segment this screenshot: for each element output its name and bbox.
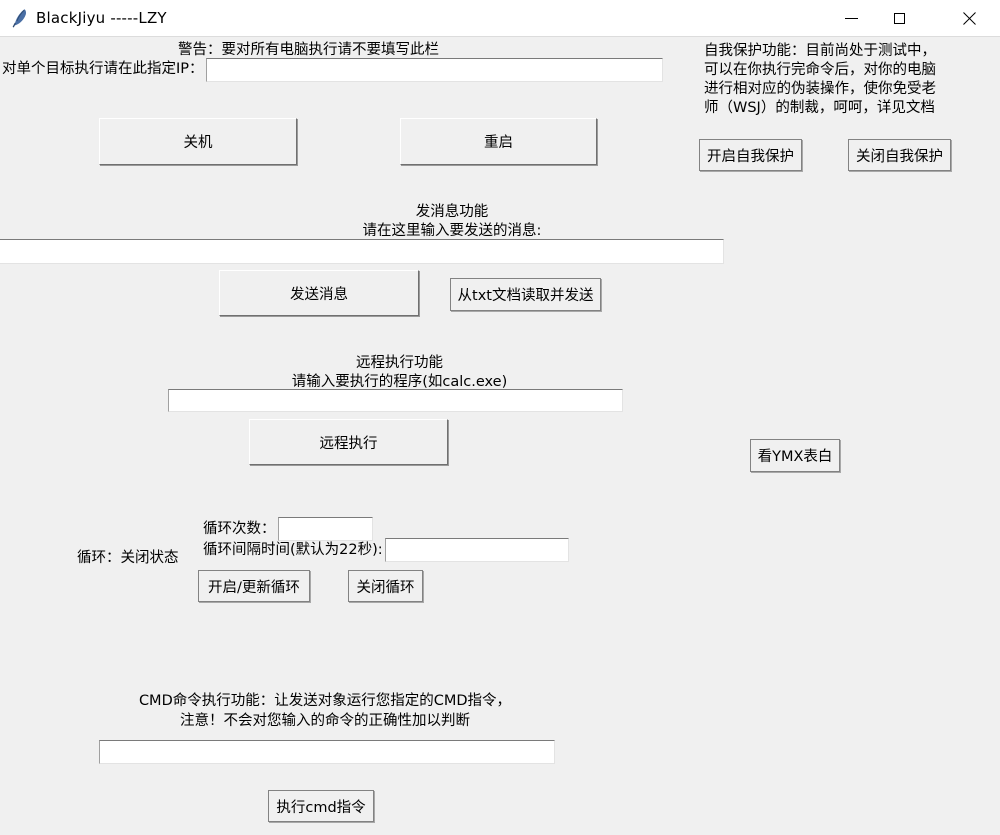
message-section-title: 发消息功能 xyxy=(415,204,489,220)
remote-exec-prompt-label: 请输入要执行的程序(如calc.exe) xyxy=(291,374,508,390)
remote-exec-section-title: 远程执行功能 xyxy=(356,355,443,371)
message-prompt-label: 请在这里输入要发送的消息: xyxy=(362,223,542,239)
ip-label: 对单个目标执行请在此指定IP： xyxy=(2,61,204,77)
maximize-icon[interactable] xyxy=(876,0,922,37)
disable-self-protect-button[interactable]: 关闭自我保护 xyxy=(848,139,951,171)
loop-interval-label: 循环间隔时间(默认为22秒): xyxy=(203,542,383,558)
self-protect-description-line-4: 师（WSJ）的制裁，呵呵，详见文档 xyxy=(704,100,935,116)
loop-interval-input[interactable] xyxy=(385,538,569,562)
shutdown-button[interactable]: 关机 xyxy=(99,118,297,165)
close-icon[interactable] xyxy=(946,0,992,37)
send-message-button[interactable]: 发送消息 xyxy=(219,270,419,316)
execute-cmd-button[interactable]: 执行cmd指令 xyxy=(268,790,374,822)
remote-exec-input[interactable] xyxy=(168,389,623,412)
self-protect-description-line-2: 可以在你执行完命令后，对你的电脑 xyxy=(704,62,936,78)
self-protect-description-line-3: 进行相对应的伪装操作，使你免受老 xyxy=(704,81,936,97)
cmd-description-line-2: 注意！不会对您输入的命令的正确性加以判断 xyxy=(180,713,470,729)
loop-count-label: 循环次数： xyxy=(203,521,276,537)
start-loop-button[interactable]: 开启/更新循环 xyxy=(198,570,310,602)
loop-status-label: 循环：关闭状态 xyxy=(77,550,179,566)
remote-exec-button[interactable]: 远程执行 xyxy=(249,419,448,465)
message-input[interactable] xyxy=(0,239,724,264)
view-ymx-confession-button[interactable]: 看YMX表白 xyxy=(750,439,840,472)
feather-icon xyxy=(12,9,27,28)
stop-loop-button[interactable]: 关闭循环 xyxy=(348,570,423,602)
self-protect-description-line-1: 自我保护功能：目前尚处于测试中， xyxy=(704,43,936,59)
enable-self-protect-button[interactable]: 开启自我保护 xyxy=(699,139,802,171)
minimize-icon[interactable] xyxy=(828,0,874,37)
read-from-txt-button[interactable]: 从txt文档读取并发送 xyxy=(450,278,601,311)
window-title: BlackJiyu -----LZY xyxy=(36,9,167,27)
restart-button[interactable]: 重启 xyxy=(400,118,597,165)
cmd-description-line-1: CMD命令执行功能：让发送对象运行您指定的CMD指令， xyxy=(138,693,512,709)
loop-count-input[interactable] xyxy=(278,517,373,541)
target-warning-label: 警告：要对所有电脑执行请不要填写此栏 xyxy=(178,42,439,58)
cmd-input[interactable] xyxy=(99,740,555,764)
window-title-bar: BlackJiyu -----LZY xyxy=(0,0,1000,37)
ip-input[interactable] xyxy=(206,58,663,82)
